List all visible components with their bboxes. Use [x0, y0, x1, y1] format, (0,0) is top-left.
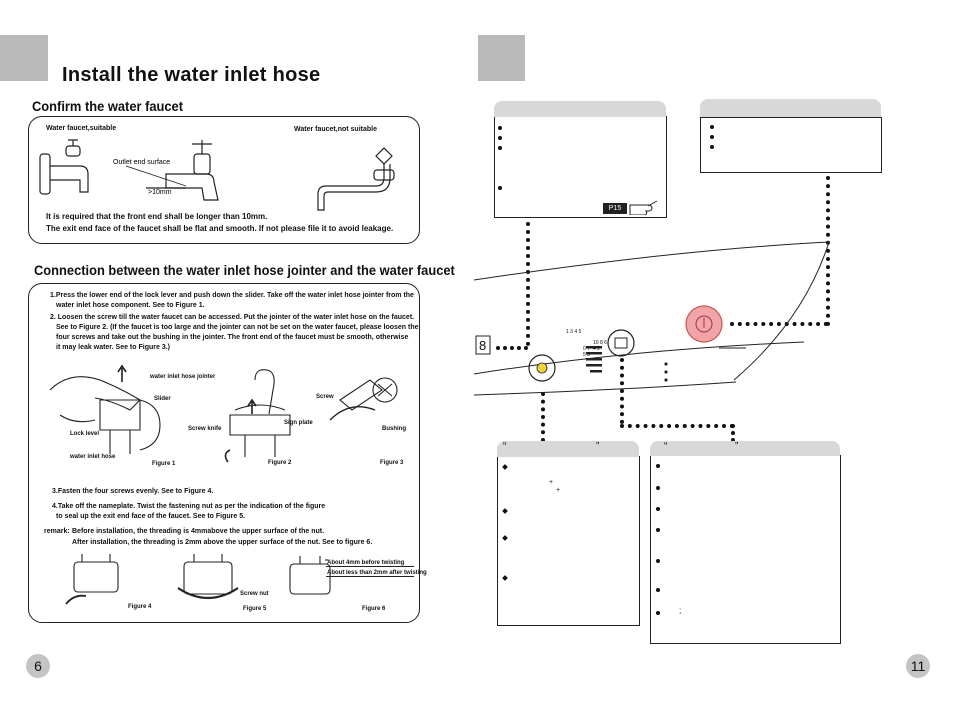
- callout-bottom-left-header: [497, 441, 639, 457]
- figures-1-3-illustration: [49, 364, 398, 463]
- left-header-box: [0, 35, 48, 81]
- connection-panel: [28, 283, 420, 623]
- figure-2-caption: Figure 2: [268, 460, 292, 466]
- connector-line: [526, 222, 530, 346]
- fig5-nut-label: Screw nut: [240, 591, 269, 597]
- faucet-panel: [28, 116, 420, 244]
- bullet: [656, 507, 660, 511]
- faucet-note-1: It is required that the front end shall …: [46, 212, 268, 221]
- page-number-left: 6: [26, 654, 50, 678]
- figure-3-caption: Figure 3: [380, 460, 404, 466]
- step1-line1: 1.Press the lower end of the lock lever …: [50, 292, 414, 299]
- quote-close: ”: [735, 441, 739, 452]
- quote-open: “: [503, 441, 507, 452]
- fig3-screw-label: Screw: [316, 394, 334, 400]
- plus-mark: +: [549, 479, 554, 486]
- callout-top-right: [700, 117, 882, 173]
- connector-line: [620, 358, 624, 424]
- section-heading-faucet: Confirm the water faucet: [32, 98, 184, 114]
- scale-right: 10 8 6 4 2: [593, 340, 607, 352]
- label-outlet: Outlet end surface: [113, 159, 170, 166]
- scale-left: 0 7 5 3: [583, 346, 590, 358]
- step2-line4: it may leak water. See to Figure 3.): [56, 344, 170, 351]
- faucet-illustration: Outlet end surface >10mm: [39, 139, 395, 211]
- bullet: [656, 528, 660, 532]
- fig2-plate-label: Sign plate: [284, 420, 313, 426]
- fig6-before-label: About 4mm before twisting: [327, 560, 405, 566]
- bullet: [498, 186, 502, 190]
- control-panel-illustration: [474, 241, 830, 396]
- bullet: [656, 559, 660, 563]
- fig6-after-line: [326, 576, 414, 577]
- remark-label: remark:: [44, 528, 70, 535]
- callout-top-left-header: [494, 101, 666, 117]
- bullet: [656, 464, 660, 468]
- colon-mark: ;: [679, 606, 682, 615]
- bullet: [656, 611, 660, 615]
- callout-bottom-right: [650, 455, 841, 644]
- bullet: [498, 146, 502, 150]
- fig6-after-label: About less than 2mm after twisting: [327, 570, 427, 576]
- step2-line3: four screws and take out the bushing in …: [56, 334, 409, 341]
- label-suitable: Water faucet,suitable: [46, 125, 117, 132]
- bullet: [656, 486, 660, 490]
- figure-5-caption: Figure 5: [243, 606, 267, 612]
- connector-line: [731, 424, 735, 442]
- page-number-right: 11: [906, 654, 930, 678]
- callout-bottom-left: [497, 456, 640, 626]
- step2-line2: See to Figure 2. (If the faucet is too l…: [56, 324, 419, 331]
- step3-text: 3.Fasten the four screws evenly. See to …: [52, 488, 214, 495]
- fig2-knife-label: Screw knife: [188, 426, 222, 432]
- figure-1-caption: Figure 1: [152, 461, 176, 467]
- step1-line2: water inlet hose component. See to Figur…: [56, 302, 205, 309]
- connector-line: [826, 176, 830, 326]
- remark-line2: After installation, the threading is 2mm…: [72, 539, 373, 546]
- connector-line: [541, 392, 545, 442]
- step4-line2: to seal up the exit end face of the fauc…: [56, 513, 246, 520]
- bullet: [710, 135, 714, 139]
- callout-top-right-header: [700, 99, 881, 117]
- connector-line: [620, 424, 734, 428]
- step2-line1: 2. Loosen the screw till the water fauce…: [50, 314, 415, 321]
- plus-mark: +: [556, 487, 561, 494]
- figure-4-caption: Figure 4: [128, 604, 152, 610]
- fig1-lock-label: Lock level: [70, 431, 100, 437]
- fig1-slider-label: Slider: [154, 396, 171, 402]
- fig3-bushing-label: Bushing: [382, 426, 406, 432]
- remark-line1: Before installation, the threading is 4m…: [72, 528, 325, 535]
- bullet: [498, 136, 502, 140]
- quote-open: “: [664, 441, 668, 452]
- label-10mm: >10mm: [148, 189, 172, 196]
- callout-bottom-right-header: [650, 441, 840, 456]
- bullet: [710, 145, 714, 149]
- fig1-jointer-label: water inlet hose jointer: [150, 374, 216, 380]
- bullet: [710, 125, 714, 129]
- quote-close: ”: [596, 441, 600, 452]
- fig1-hose-label: water inlet hose: [70, 454, 116, 460]
- pointing-hand-icon: [629, 200, 658, 215]
- bullet: [656, 588, 660, 592]
- scale-top: 1 3 4 5: [566, 329, 582, 335]
- figures-4-6-illustration: [65, 554, 331, 605]
- label-not-suitable: Water faucet,not suitable: [294, 126, 377, 133]
- bullet: [498, 126, 502, 130]
- panel-digit: 8: [479, 338, 487, 353]
- connector-line: [496, 346, 528, 350]
- page-title: Install the water inlet hose: [62, 64, 321, 86]
- section-heading-connection: Connection between the water inlet hose …: [34, 262, 455, 278]
- faucet-note-2: The exit end face of the faucet shall be…: [46, 224, 394, 233]
- connector-line: [730, 322, 828, 326]
- right-header-box: [478, 35, 525, 81]
- figure-6-caption: Figure 6: [362, 606, 386, 612]
- step4-line1: 4.Take off the nameplate. Twist the fast…: [52, 503, 326, 510]
- fig6-before-line: [326, 566, 414, 567]
- p15-tag: P15: [603, 203, 627, 214]
